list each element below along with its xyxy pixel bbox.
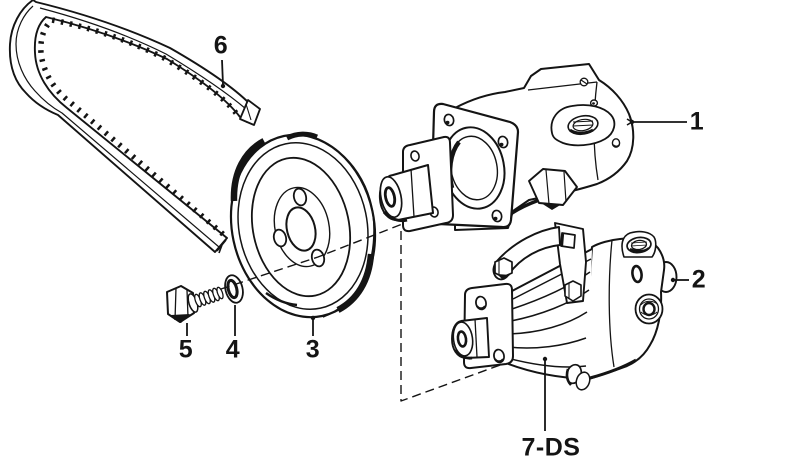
assembly-axis-lines xyxy=(220,211,504,402)
leader-lines xyxy=(186,59,689,431)
callout-label-6: 6 xyxy=(213,31,229,60)
callout-label-1: 1 xyxy=(689,107,705,136)
callout-label-3: 3 xyxy=(305,335,321,364)
pulley-drawing xyxy=(229,131,377,319)
power-steering-pump-2-drawing xyxy=(451,222,678,391)
power-steering-pump-1-drawing xyxy=(378,63,635,233)
washer-drawing xyxy=(224,274,244,304)
callout-label-4: 4 xyxy=(225,335,241,364)
bolt-drawing xyxy=(166,285,224,323)
callout-label-7ds: 7-DS xyxy=(521,433,581,462)
v-belt-drawing xyxy=(8,0,261,254)
callout-label-2: 2 xyxy=(691,265,707,294)
callout-label-5: 5 xyxy=(178,335,194,364)
